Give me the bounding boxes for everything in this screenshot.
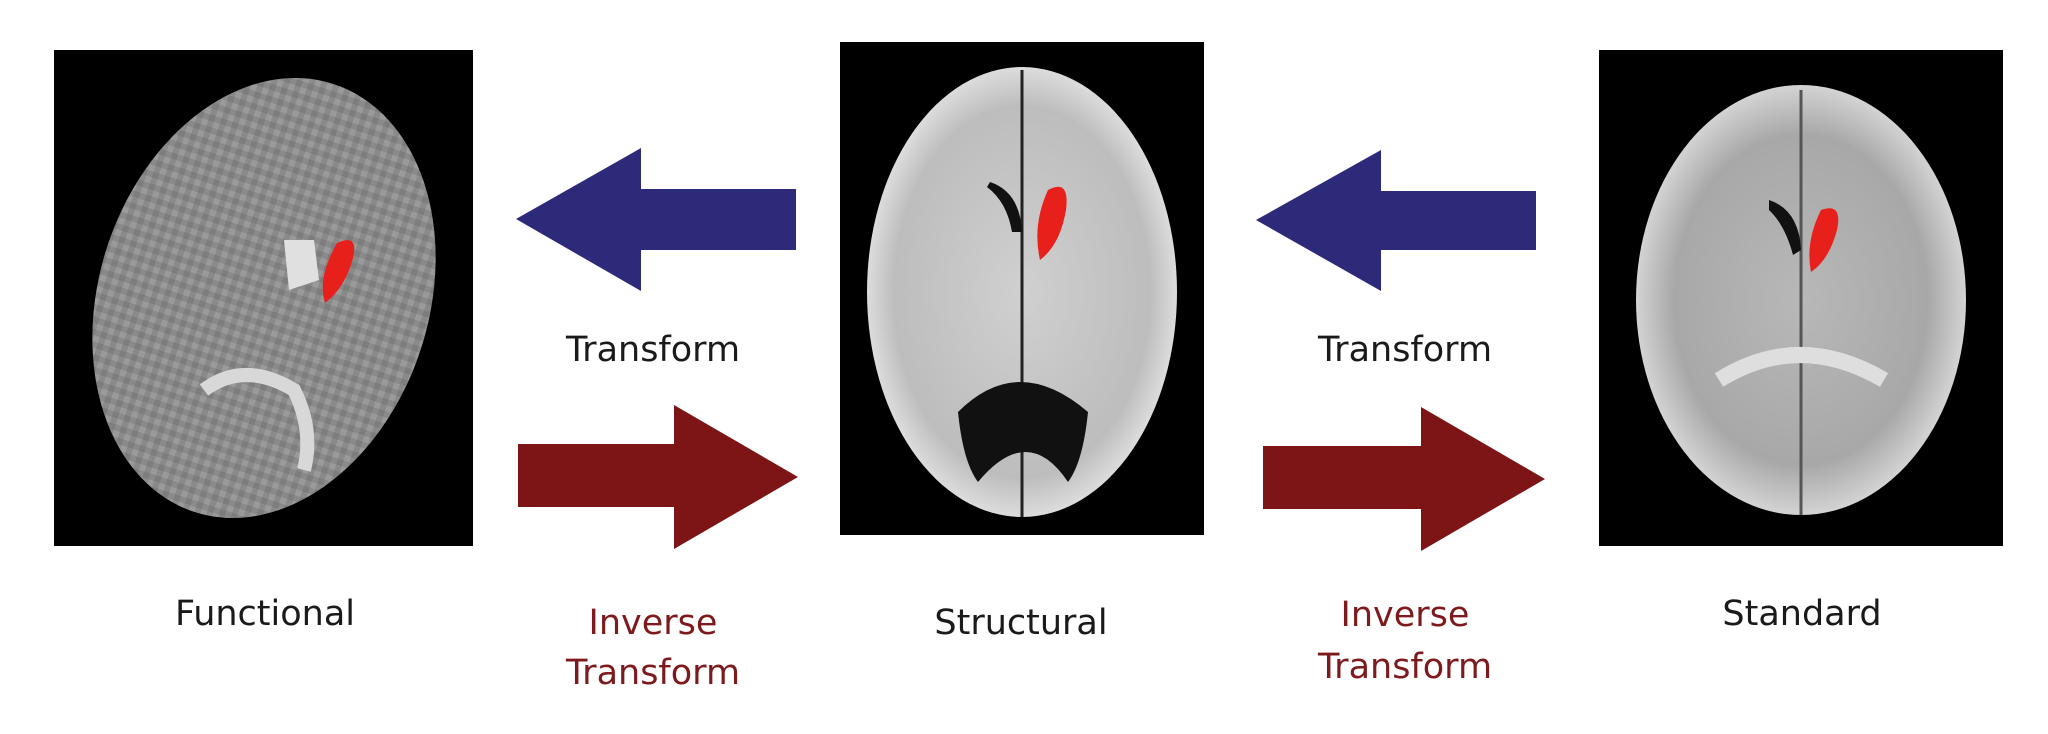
functional-image bbox=[54, 50, 473, 546]
transform-label-left: Transform bbox=[565, 330, 741, 370]
inverse-label-right-line1: Inverse bbox=[1340, 595, 1470, 635]
transform-arrow-left bbox=[516, 148, 796, 291]
functional-brain bbox=[92, 78, 436, 518]
inverse-arrow-right bbox=[1263, 407, 1545, 551]
transform-arrow-right bbox=[1256, 150, 1536, 291]
standard-label: Standard bbox=[1722, 594, 1882, 634]
standard-brain bbox=[1636, 85, 1966, 515]
structural-brain bbox=[867, 67, 1177, 517]
inverse-label-right-line2: Transform bbox=[1317, 647, 1493, 687]
roi-highlight bbox=[322, 240, 355, 303]
functional-label: Functional bbox=[174, 594, 356, 634]
roi-highlight bbox=[1809, 208, 1839, 272]
inverse-label-left-line1: Inverse bbox=[588, 603, 718, 643]
transform-label-right: Transform bbox=[1317, 330, 1493, 370]
structural-image bbox=[840, 42, 1204, 535]
structural-label: Structural bbox=[934, 603, 1108, 643]
inverse-arrow-left bbox=[518, 405, 798, 549]
standard-image bbox=[1599, 50, 2003, 546]
roi-highlight bbox=[1037, 186, 1067, 260]
inverse-label-left-line2: Transform bbox=[565, 653, 741, 693]
